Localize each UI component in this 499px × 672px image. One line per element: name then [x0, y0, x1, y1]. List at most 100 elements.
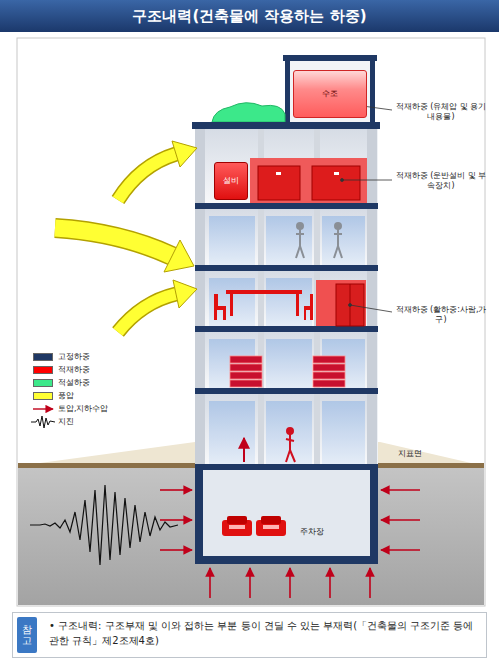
legend-row: 고정하중 [33, 351, 163, 363]
dead-load-slab [195, 265, 378, 271]
stacked-goods [230, 356, 345, 387]
wind-arrow-head [164, 240, 194, 272]
goods-layer [313, 364, 345, 371]
title-banner: 구조내력(건축물에 작용하는 하중) [0, 0, 499, 32]
node-text: 설비 [223, 177, 239, 186]
legend-text: 적설하중 [58, 377, 90, 389]
glass-pane [266, 339, 312, 388]
legend-text: 토압,지하수압 [58, 403, 108, 415]
figure-frame [17, 38, 485, 606]
earth-pressure-arrows [160, 490, 420, 598]
earth-pressure-arrow [160, 549, 192, 551]
person-head [297, 223, 303, 229]
water-pressure-arrow [209, 568, 211, 598]
equipment-cabinet [312, 166, 360, 200]
dead-load-slab [195, 388, 378, 394]
seismic-wave [30, 485, 178, 565]
equipment-cabinet [258, 166, 300, 200]
cabinet-mark [276, 172, 281, 175]
glass-pane [266, 216, 312, 265]
glass-panes [209, 216, 365, 464]
note-tag: 참고 [17, 617, 37, 653]
facade-column [367, 122, 377, 466]
dead-load-slab [195, 203, 378, 209]
water-pressure-arrow [369, 568, 371, 598]
earth-pressure-arrow [160, 489, 192, 491]
goods-layer [230, 380, 262, 387]
dead-load-slab [192, 122, 380, 129]
person-head [335, 223, 341, 229]
person-figures [296, 223, 342, 258]
leader-dot [349, 304, 352, 307]
wind-arrow-body [118, 294, 176, 332]
wind-arrow-outline [55, 228, 172, 256]
dead-load-column [370, 61, 375, 122]
legend-row: 지진 [33, 416, 163, 428]
earth-pressure-arrow [381, 549, 420, 551]
load-callout: 적재하중 (유체압 및 용기내용물) [395, 102, 487, 121]
wind-arrow-body [118, 154, 176, 200]
legend-wave-sample [31, 416, 55, 428]
goods-layer [313, 356, 345, 363]
machine-room [250, 158, 367, 203]
node-text: 참고 [22, 624, 32, 646]
earth-pressure-arrow [160, 519, 192, 521]
floor-interior [205, 209, 367, 265]
cabinet-mark [334, 172, 339, 175]
legend-swatch [33, 392, 53, 400]
basement-wall [370, 468, 378, 564]
leader-line [342, 180, 392, 181]
legend-text: 지진 [58, 416, 74, 428]
legend-swatch [33, 366, 53, 374]
basement-interior [197, 470, 375, 556]
live-load-arrow [243, 438, 245, 462]
wind-arrow-outline [118, 294, 176, 332]
leader-dot [341, 179, 344, 182]
glass-pane [266, 401, 312, 464]
person-head [287, 428, 293, 434]
water-pressure-arrow [289, 568, 291, 598]
room-label: 주차장 [300, 527, 324, 537]
furniture-line [350, 284, 351, 326]
dead-load-slab [195, 326, 378, 332]
soil [18, 468, 484, 605]
basement-wall [195, 468, 203, 564]
dead-load-slab [195, 464, 378, 470]
glass-pane [322, 401, 365, 464]
note-panel: • 구조내력: 구조부재 및 이와 접하는 부분 등이 견딜 수 있는 부재력(… [12, 612, 487, 658]
dead-load-column [285, 61, 290, 122]
person-body [296, 229, 304, 258]
floor-interior [205, 394, 367, 464]
goods-layer [313, 380, 345, 387]
legend-swatch [33, 353, 53, 361]
chair [304, 294, 313, 320]
floor-interior [205, 271, 367, 326]
person-body [334, 229, 342, 258]
legend-text: 고정하중 [58, 351, 90, 363]
goods-layer [230, 364, 262, 371]
snow-load [212, 103, 285, 122]
wind-arrow-outline [118, 154, 176, 200]
wind-arrow-body [55, 228, 172, 256]
glass-pane [322, 216, 365, 265]
wind-pressure-arrows [55, 141, 197, 332]
building-shell [195, 122, 378, 466]
leader-lines [341, 103, 393, 313]
wind-arrow-head [173, 280, 197, 308]
legend-text: 적재하중 [58, 364, 90, 376]
equipment-tank: 설비 [214, 162, 248, 200]
glass-pane [209, 216, 255, 265]
leader-line [350, 305, 392, 312]
furniture-cabinet [336, 284, 364, 326]
node-text: • 구조내력: 구조부재 및 이와 접하는 부분 등이 견딜 수 있는 부재력(… [49, 619, 478, 648]
earth-pressure-arrow [381, 519, 420, 521]
table-leg [296, 294, 299, 316]
water-pressure-arrow [249, 568, 251, 598]
node-text: 수조 [322, 90, 338, 99]
goods-layer [313, 372, 345, 379]
table-leg [230, 294, 233, 316]
glass-pane [209, 278, 255, 326]
legend-swatch [33, 379, 53, 387]
